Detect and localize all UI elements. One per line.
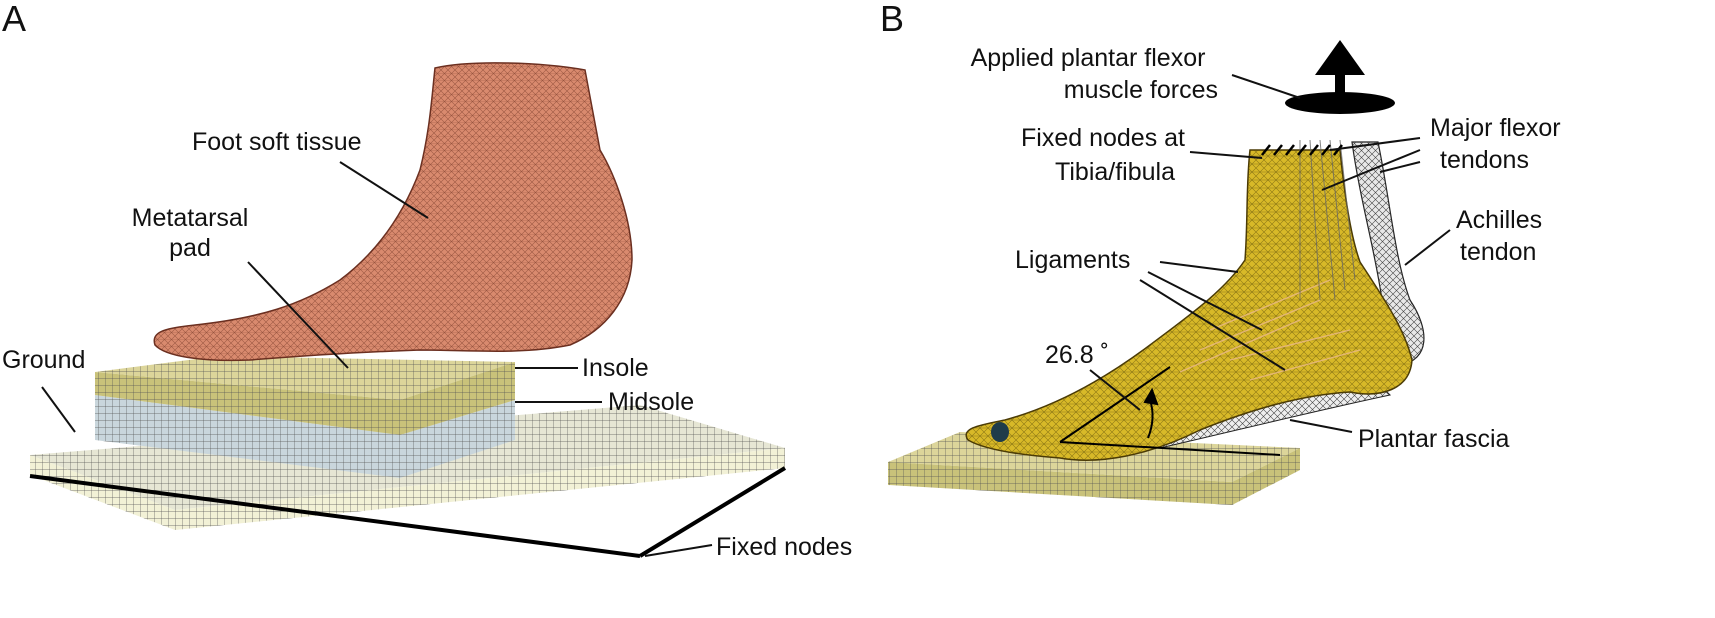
label-ligaments: Ligaments [1015,246,1131,274]
panel-b-leaders [1089,74,1451,433]
label-plantar-fascia: Plantar fascia [1358,425,1510,453]
panel-b-drawing [888,40,1451,505]
label-achilles-line1: Achilles [1456,206,1543,234]
label-achilles-line2: tendon [1460,238,1537,266]
label-fixed-tibia-line2: Tibia/fibula [1055,158,1175,186]
panel-b-letter: B [880,0,905,39]
angle-indicator [1059,366,1281,456]
label-angle: 26.8 ˚ [1045,341,1109,369]
label-applied-forces-line1: Applied plantar flexor [970,44,1206,72]
label-fixed-nodes: Fixed nodes [716,533,853,561]
panel-a-leaders [41,161,713,557]
label-applied-forces-line2: muscle forces [1063,76,1218,104]
label-midsole: Midsole [608,388,695,416]
flexor-tendon-lines [1299,139,1356,301]
label-ground: Ground [2,346,86,374]
label-major-flexor-line2: tendons [1440,146,1529,174]
applied-force-arrow [1285,40,1395,114]
label-metatarsal-pad-line1: Metatarsal [131,204,249,232]
label-metatarsal-pad-line2: pad [169,234,211,262]
foot-bones [965,149,1413,461]
fixed-nodes-edge [29,474,641,558]
panel-a-drawing [29,62,787,558]
label-major-flexor-line1: Major flexor [1430,114,1561,142]
midsole-block [95,395,515,478]
ligament-lines [1179,279,1361,381]
label-fixed-tibia-line1: Fixed nodes at [1021,124,1185,152]
insole-block [95,356,515,435]
label-insole: Insole [582,354,649,382]
foot-soft-tissue [153,62,633,362]
fixed-nodes-hatch [1261,144,1343,156]
label-foot-soft-tissue: Foot soft tissue [192,128,362,156]
panel-a-letter: A [2,0,27,39]
